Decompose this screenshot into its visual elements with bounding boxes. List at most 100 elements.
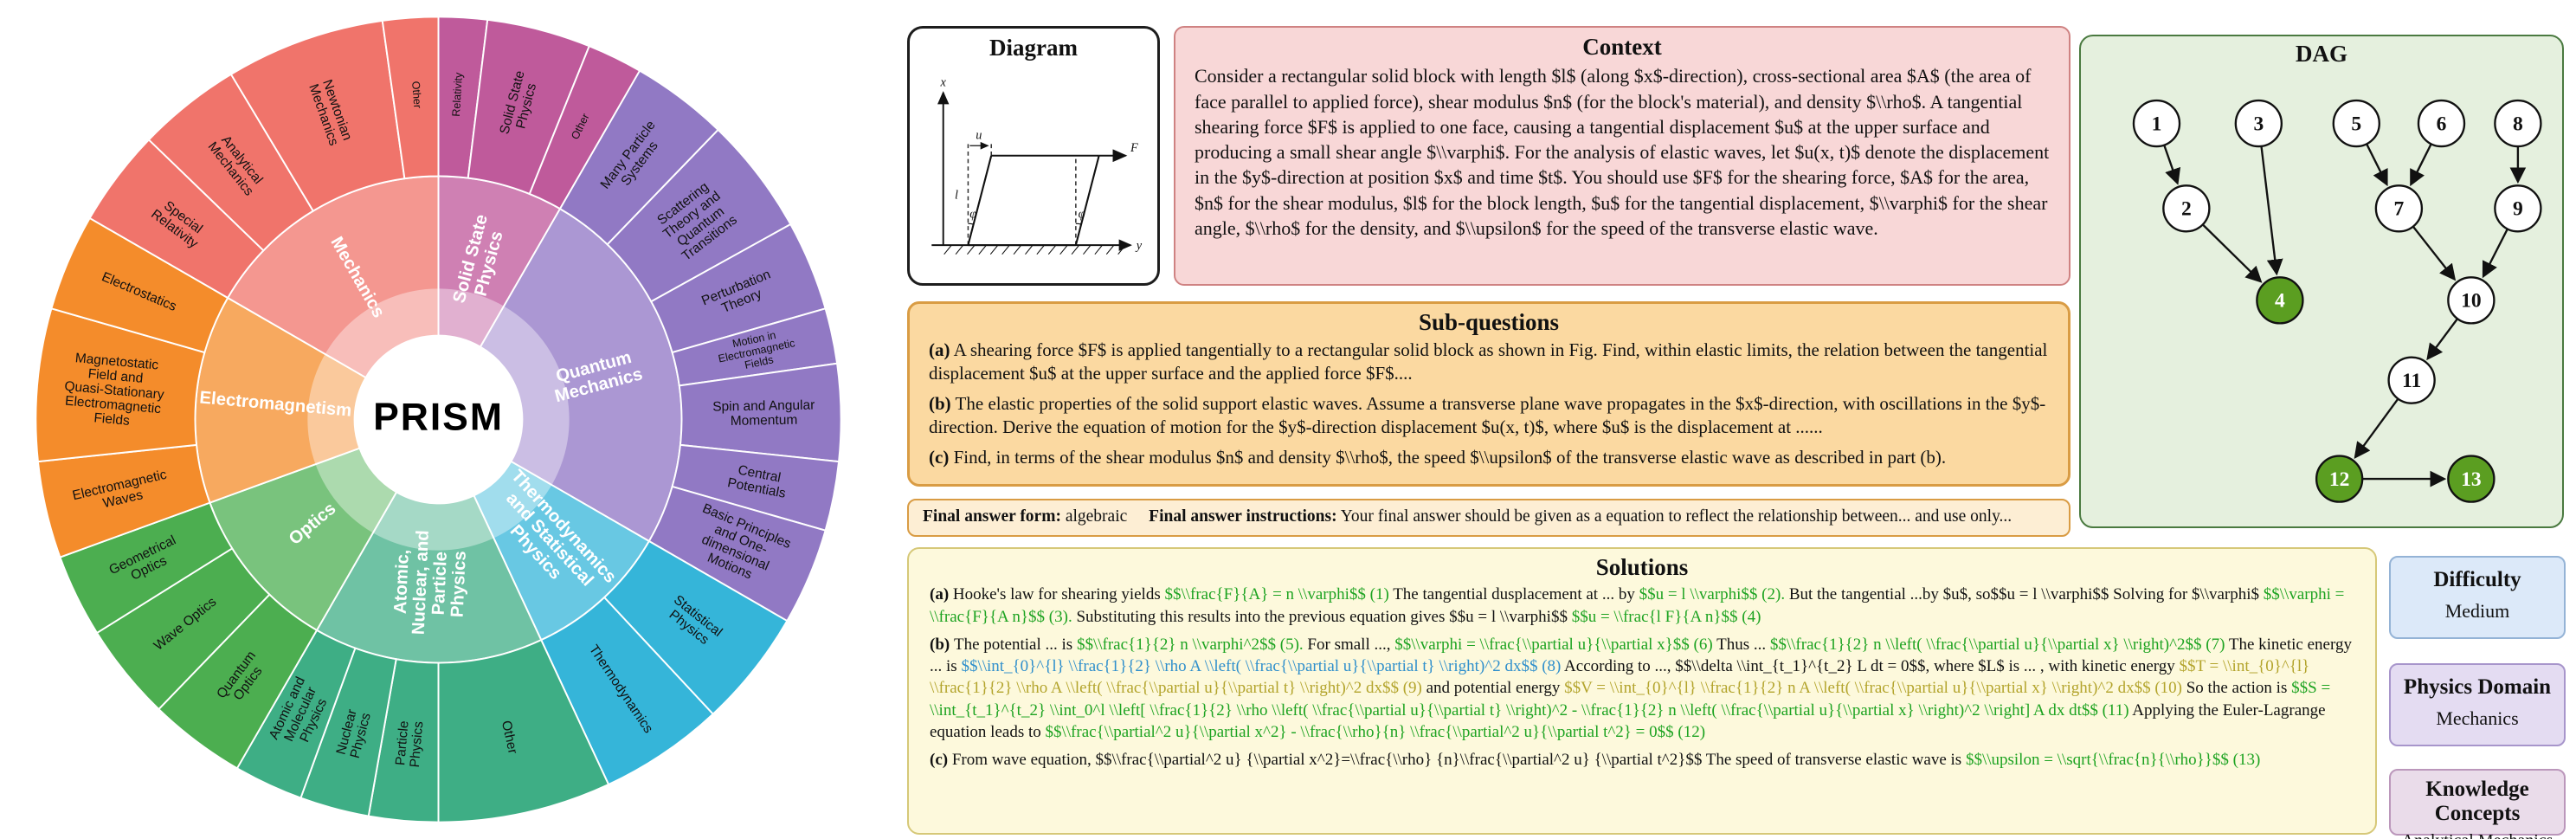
sunburst-subdomain-label-relativity: Relativity [450, 72, 465, 117]
subquestion-marker: (b) [929, 393, 951, 415]
dag-node-label: 2 [2181, 198, 2192, 221]
dag-node-circle [2417, 100, 2466, 148]
solution-segment: From wave equation, $$\\frac{\\partial^2… [951, 751, 1966, 770]
dag-node-4: 4 [2256, 276, 2304, 325]
dag-node-7: 7 [2374, 184, 2424, 233]
dag-node-8: 8 [2494, 100, 2542, 148]
dag-node-circle-highlighted [2315, 455, 2364, 504]
solution-segment: $$V = \\int_{0}^{l} \\frac{1}{2} n A \\l… [1564, 679, 2182, 698]
physics-domain-title: Physics Domain [2403, 675, 2552, 699]
dag-node-5: 5 [2332, 100, 2380, 148]
svg-text:Relativity: Relativity [450, 72, 465, 117]
solution-segment: $$\\frac{F}{A} = n \\varphi$$ (1) [1164, 585, 1389, 604]
solution-segment: $$\\frac{1}{2} n \\left( \\frac{\\partia… [1769, 635, 2225, 654]
diagram-sketch: x y u F l φ φ [931, 76, 1143, 255]
dag-node-label: 1 [2152, 113, 2162, 136]
dag-node-label: 7 [2394, 198, 2405, 221]
dag-node-label: 4 [2275, 290, 2285, 313]
knowledge-concepts-box: Knowledge Concepts Analytical Mechanics [2389, 769, 2566, 839]
sunburst-subdomain-label-particle-physics: ParticlePhysics [393, 720, 426, 768]
solution-segment: The potential ... is [953, 635, 1077, 654]
solution-segment: Applying the Euler-Lagrange equation lea… [930, 700, 2326, 741]
final-answer-form-value: algebraic [1065, 507, 1128, 526]
subquestion-marker: (c) [929, 446, 950, 468]
dag-edge-11-12 [2354, 398, 2399, 460]
dag-node-label: 11 [2402, 370, 2421, 392]
dag-node-11: 11 [2387, 356, 2436, 405]
subquestions-title: Sub-questions [1418, 309, 1560, 335]
ground-hatching-icon [943, 245, 1126, 255]
dag-node-label: 3 [2253, 113, 2264, 136]
solution-segment: $$\\frac{\\partial^2 u}{\\partial x^2} -… [1045, 722, 1706, 741]
svg-text:ParticlePhysics: ParticlePhysics [393, 720, 426, 768]
final-answer-instructions-label: Final answer instructions: [1149, 507, 1337, 526]
solution-segment: Hooke's law for shearing yields [952, 585, 1165, 604]
physics-domain-value: Mechanics [2436, 707, 2519, 729]
context-text: Consider a rectangular solid block with … [1195, 65, 2050, 239]
y-axis-label: y [1135, 239, 1143, 253]
solution-marker: (b) [930, 635, 954, 654]
dag-node-label: 8 [2513, 113, 2523, 136]
dag-edge-6-7 [2410, 144, 2432, 187]
solution-segment: $$u = \\frac{l F}{A n}$$ (4) [1571, 607, 1761, 626]
shear-angle-label-left: φ [969, 208, 976, 222]
solution-item-c: (c) From wave equation, $$\\frac{\\parti… [930, 749, 2354, 771]
solution-item-a: (a) Hooke's law for shearing yields $$\\… [930, 584, 2354, 628]
dag-node-circle [2494, 100, 2542, 148]
solution-marker: (c) [930, 751, 952, 770]
dag-edge-5-7 [2366, 144, 2388, 187]
dag-node-10: 10 [2447, 276, 2496, 325]
solution-item-b: (b) The potential ... is $$\\frac{1}{2} … [930, 634, 2354, 743]
dag-title: DAG [2296, 41, 2347, 67]
sunburst-subdomain-mechanics-other [381, 16, 440, 180]
subquestion-item-c: (c) Find, in terms of the shear modulus … [929, 446, 2049, 469]
subquestions-panel: Sub-questions (a) A shearing force $F$ i… [907, 301, 2070, 487]
subquestion-text: The elastic properties of the solid supp… [929, 393, 2046, 438]
sunburst-inner-fade-ring [307, 288, 570, 551]
dag-node-circle [2162, 184, 2211, 233]
dag-edge-3-4 [2260, 146, 2283, 276]
solution-segment: But the tangential ...by $u$, so$$u = l … [1785, 585, 2264, 604]
final-answer-strip: Final answer form: algebraic Final answe… [907, 499, 2070, 537]
dag-node-12: 12 [2315, 455, 2364, 504]
solution-segment: $$S = \\int_{t_1}^{t_2} \\int_0^l \\left… [930, 679, 2331, 720]
difficulty-value: Medium [2444, 599, 2510, 622]
dag-node-9: 9 [2494, 184, 2542, 233]
dag-node-3: 3 [2234, 100, 2283, 148]
solution-segment: $$T = \\int_{0}^{l} \\frac{1}{2} \\rho A… [930, 657, 2310, 698]
svg-text:Basic Principlesand One-dimens: Basic Principlesand One-dimensionalMotio… [683, 501, 793, 592]
length-label: l [955, 189, 958, 203]
dag-node-label: 10 [2461, 290, 2482, 313]
dag-node-circle [2332, 100, 2380, 148]
x-axis-label: x [940, 76, 947, 90]
dag-node-13: 13 [2447, 455, 2496, 504]
solution-marker: (a) [930, 585, 953, 604]
sunburst-subdomain-label-magnetostatic-field-and-quasi-stationary-electromagnetic-fields: MagnetostaticField andQuasi-StationaryEl… [64, 351, 165, 429]
dag-edge-2-4 [2201, 223, 2263, 284]
subquestions-list: (a) A shearing force $F$ is applied tang… [929, 339, 2049, 468]
svg-text:Atomic,Nuclear, andParticlePhy: Atomic,Nuclear, andParticlePhysics [390, 529, 471, 637]
dag-edge-1-2 [2163, 145, 2181, 186]
dag-node-label: 13 [2461, 468, 2482, 491]
dag-node-circle-highlighted [2447, 455, 2496, 504]
dag-node-label: 9 [2513, 198, 2523, 221]
dag-node-6: 6 [2417, 100, 2466, 148]
dag-node-circle [2387, 356, 2436, 405]
solution-segment: $$\\int_{0}^{l} \\frac{1}{2} \\rho A \\l… [961, 657, 1562, 676]
difficulty-title: Difficulty [2433, 568, 2521, 591]
solution-segment: $$\\varphi = \\frac{\\partial u}{\\parti… [1394, 635, 1713, 654]
shear-angle-label-right: φ [1079, 208, 1085, 222]
sunburst-center-label: PRISM [373, 396, 504, 438]
dag-node-circle [2494, 184, 2542, 233]
dag-node-circle [2374, 184, 2424, 233]
knowledge-concepts-title: Knowledge Concepts [2425, 778, 2529, 825]
subquestion-marker: (a) [929, 339, 950, 361]
subquestion-text: A shearing force $F$ is applied tangenti… [929, 339, 2048, 384]
sunburst-domain-label-atomic-nuclear-and-particle-physics: Atomic,Nuclear, andParticlePhysics [390, 529, 471, 637]
u-label: u [976, 129, 982, 143]
dag-node-circle [2234, 100, 2283, 148]
solution-segment: According to ..., $$\\delta \\int_{t_1}^… [1561, 657, 2180, 676]
